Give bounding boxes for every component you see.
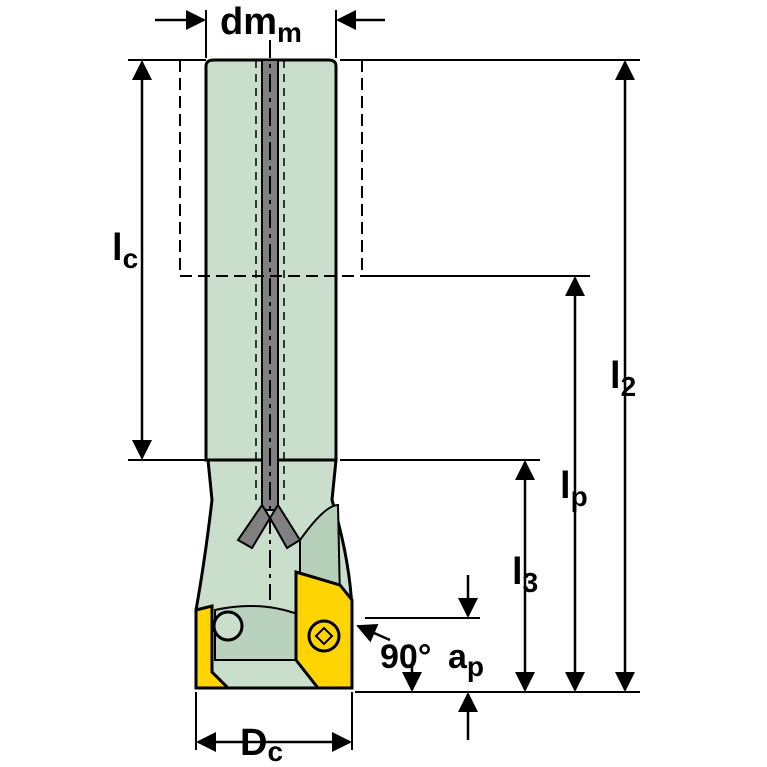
insert-left: [194, 604, 232, 690]
label-dc: Dc: [240, 722, 283, 767]
label-l3: l3: [512, 551, 538, 598]
dimension-lines: [132, 10, 635, 752]
label-lc: lc: [112, 227, 138, 274]
insert-screw-left: [212, 610, 244, 642]
label-ap: ap: [448, 638, 484, 682]
label-dm: dmm: [220, 1, 302, 48]
labels: dmm lc l2 lp l3 90° ap Dc: [112, 1, 636, 767]
label-angle: 90°: [380, 638, 431, 676]
label-lp: lp: [560, 465, 588, 512]
clamp-outline: [179, 60, 363, 277]
angle-pointer: [356, 624, 391, 643]
inserts: [194, 569, 354, 690]
coolant-channel: [236, 40, 302, 600]
label-l2: l2: [610, 355, 636, 402]
insert-screw-right: [307, 619, 341, 653]
extension-lines: [128, 10, 640, 750]
